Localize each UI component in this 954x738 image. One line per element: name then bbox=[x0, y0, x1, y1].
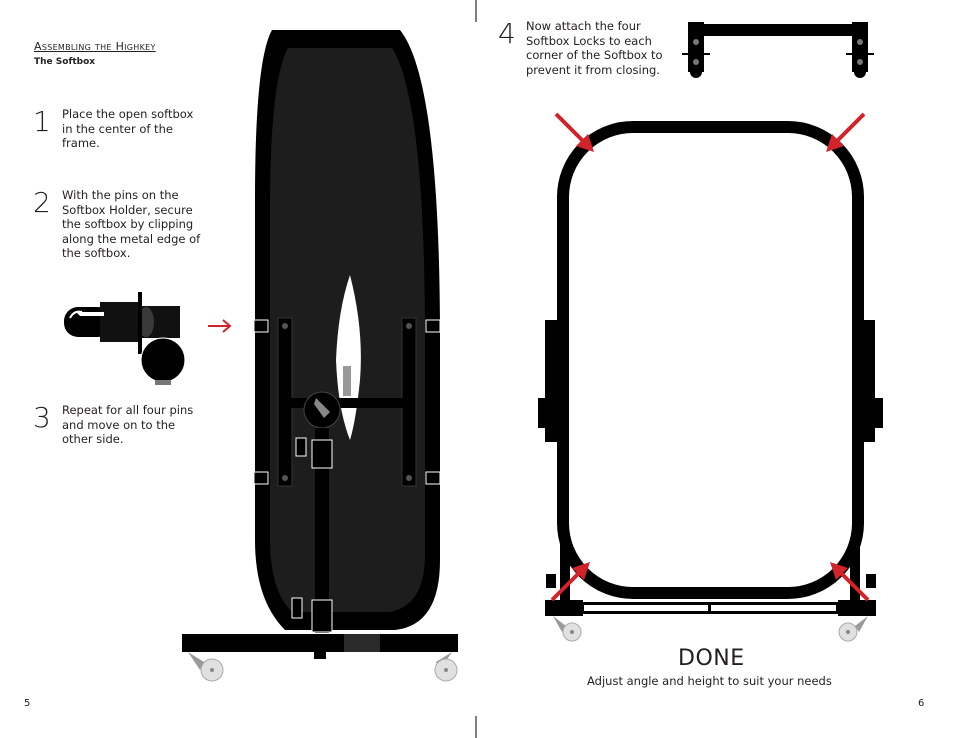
section-subtitle: The Softbox bbox=[34, 57, 96, 67]
step-3-text: Repeat for all four pins and move on to … bbox=[62, 403, 194, 446]
section-title: Assembling the Highkey bbox=[34, 40, 156, 53]
step-3-number: 3 bbox=[33, 401, 51, 434]
step-1-text: Place the open softbox in the center of … bbox=[62, 107, 194, 150]
softbox-lock-illustration bbox=[682, 22, 874, 78]
page-number-left: 5 bbox=[24, 698, 31, 709]
page-number-right: 6 bbox=[918, 698, 925, 709]
corner-arrow-bottom-right-icon bbox=[830, 562, 870, 602]
step-1-number: 1 bbox=[33, 105, 51, 138]
corner-arrow-bottom-left-icon bbox=[550, 562, 590, 602]
step-4-text: Now attach the four Softbox Locks to eac… bbox=[526, 19, 663, 77]
arrow-to-frame-icon bbox=[208, 319, 232, 333]
softbox-side-view bbox=[182, 30, 458, 682]
corner-arrow-top-left-icon bbox=[554, 112, 594, 152]
done-title: DONE bbox=[678, 646, 745, 671]
done-subtitle: Adjust angle and height to suit your nee… bbox=[587, 674, 832, 688]
highkey-front-view bbox=[538, 121, 883, 642]
step-4-number: 4 bbox=[498, 17, 516, 50]
step-2-number: 2 bbox=[33, 186, 51, 219]
softbox-clip-illustration bbox=[64, 292, 186, 385]
corner-arrow-top-right-icon bbox=[826, 112, 866, 152]
step-2-text: With the pins on the Softbox Holder, sec… bbox=[62, 188, 201, 260]
